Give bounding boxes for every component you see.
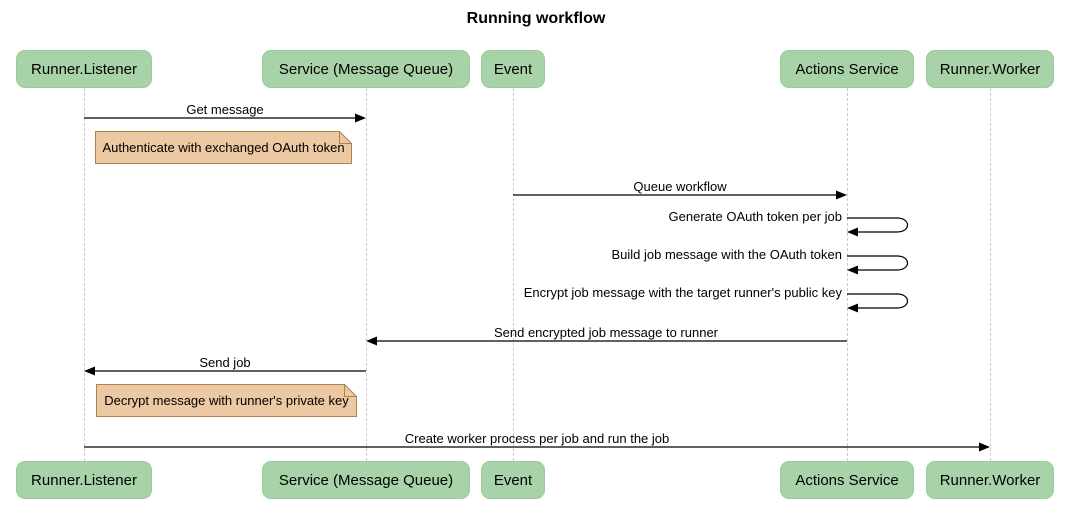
arrow-send-encrypted-job-message: [366, 336, 847, 346]
arrow-queue-workflow: [513, 190, 847, 200]
participant-actions-service-bottom: Actions Service: [780, 461, 914, 499]
note-text: Decrypt message with runner's private ke…: [104, 393, 349, 408]
lifeline-runner-listener: [84, 88, 85, 461]
participant-runner-worker-top: Runner.Worker: [926, 50, 1054, 88]
participant-service-message-queue-top: Service (Message Queue): [262, 50, 470, 88]
message-label-queue-workflow: Queue workflow: [633, 179, 727, 194]
participant-event-top: Event: [481, 50, 545, 88]
message-label-build-job-message: Build job message with the OAuth token: [611, 247, 842, 262]
note-shape: [96, 384, 357, 417]
lifeline-runner-worker: [990, 88, 991, 461]
diagram-title: Running workflow: [466, 10, 606, 27]
message-label-create-worker-process: Create worker process per job and run th…: [404, 431, 670, 446]
participant-actions-service-top: Actions Service: [780, 50, 914, 88]
participant-event-bottom: Event: [481, 461, 545, 499]
note-authenticate-oauth: Authenticate with exchanged OAuth token: [95, 131, 352, 164]
message-label-generate-oauth-token: Generate OAuth token per job: [668, 209, 842, 224]
note-shape: [95, 131, 352, 164]
participant-service-message-queue-bottom: Service (Message Queue): [262, 461, 470, 499]
note-text: Authenticate with exchanged OAuth token: [102, 140, 345, 155]
participant-runner-listener-bottom: Runner.Listener: [16, 461, 152, 499]
arrow-get-message: [84, 113, 366, 123]
participant-runner-worker-bottom: Runner.Worker: [926, 461, 1054, 499]
arrow-send-job: [84, 366, 366, 376]
message-label-send-job: Send job: [199, 355, 251, 370]
message-label-get-message: Get message: [186, 102, 264, 117]
note-decrypt-message: Decrypt message with runner's private ke…: [96, 384, 357, 417]
arrow-self-build-job-message: [847, 255, 909, 275]
lifeline-service-message-queue: [366, 88, 367, 461]
arrow-self-encrypt-job-message: [847, 293, 909, 313]
message-label-encrypt-job-message: Encrypt job message with the target runn…: [523, 285, 842, 300]
lifeline-event: [513, 88, 514, 461]
participant-runner-listener-top: Runner.Listener: [16, 50, 152, 88]
arrow-self-generate-oauth-token: [847, 217, 909, 237]
arrow-create-worker-process: [84, 442, 990, 452]
lifeline-actions-service: [847, 88, 848, 461]
message-label-send-encrypted-job-message: Send encrypted job message to runner: [493, 325, 719, 340]
